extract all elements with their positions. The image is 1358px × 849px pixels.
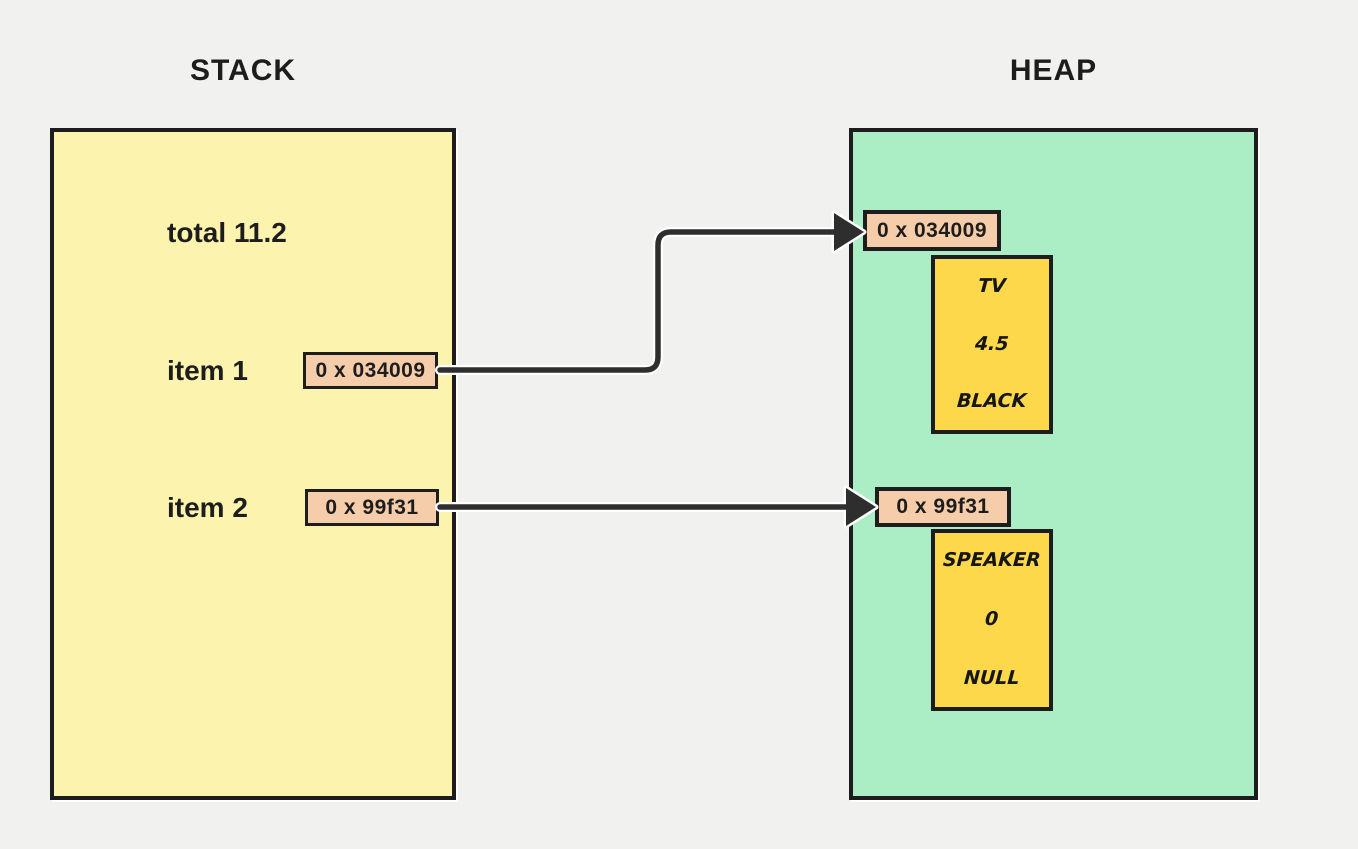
stack-item-2-label: item 2 (167, 492, 248, 523)
heap-object-2-address-tag: 0 x 99f31 (875, 487, 1011, 527)
heap-object-1-field-value: 4.5 (974, 332, 1010, 355)
heap-object-1-address-tag: 0 x 034009 (863, 210, 1001, 251)
heap-object-1-field-color: BLACK (956, 390, 1028, 412)
heap-object-2-field-type: SPEAKER (942, 549, 1042, 571)
heap-title: HEAP (1009, 54, 1098, 87)
heap-object-1-field-type: TV (977, 275, 1007, 297)
stack-title: STACK (189, 54, 297, 87)
stack-item-1-label: item 1 (167, 355, 248, 386)
stack-total-label: total 11.2 (167, 217, 287, 248)
stack-item-2-pointer-box: 0 x 99f31 (305, 489, 439, 526)
pointer-arrow-item1 (435, 210, 867, 375)
heap-object-2-box: SPEAKER 0 NULL (931, 529, 1053, 711)
stack-box (50, 128, 456, 800)
heap-object-2-field-value: 0 (984, 608, 1000, 630)
heap-object-1-box: TV 4.5 BLACK (931, 255, 1053, 434)
heap-object-2-field-color: NULL (963, 667, 1021, 689)
pointer-arrow-item2 (435, 485, 879, 529)
stack-item-1-pointer-box: 0 x 034009 (303, 352, 438, 389)
